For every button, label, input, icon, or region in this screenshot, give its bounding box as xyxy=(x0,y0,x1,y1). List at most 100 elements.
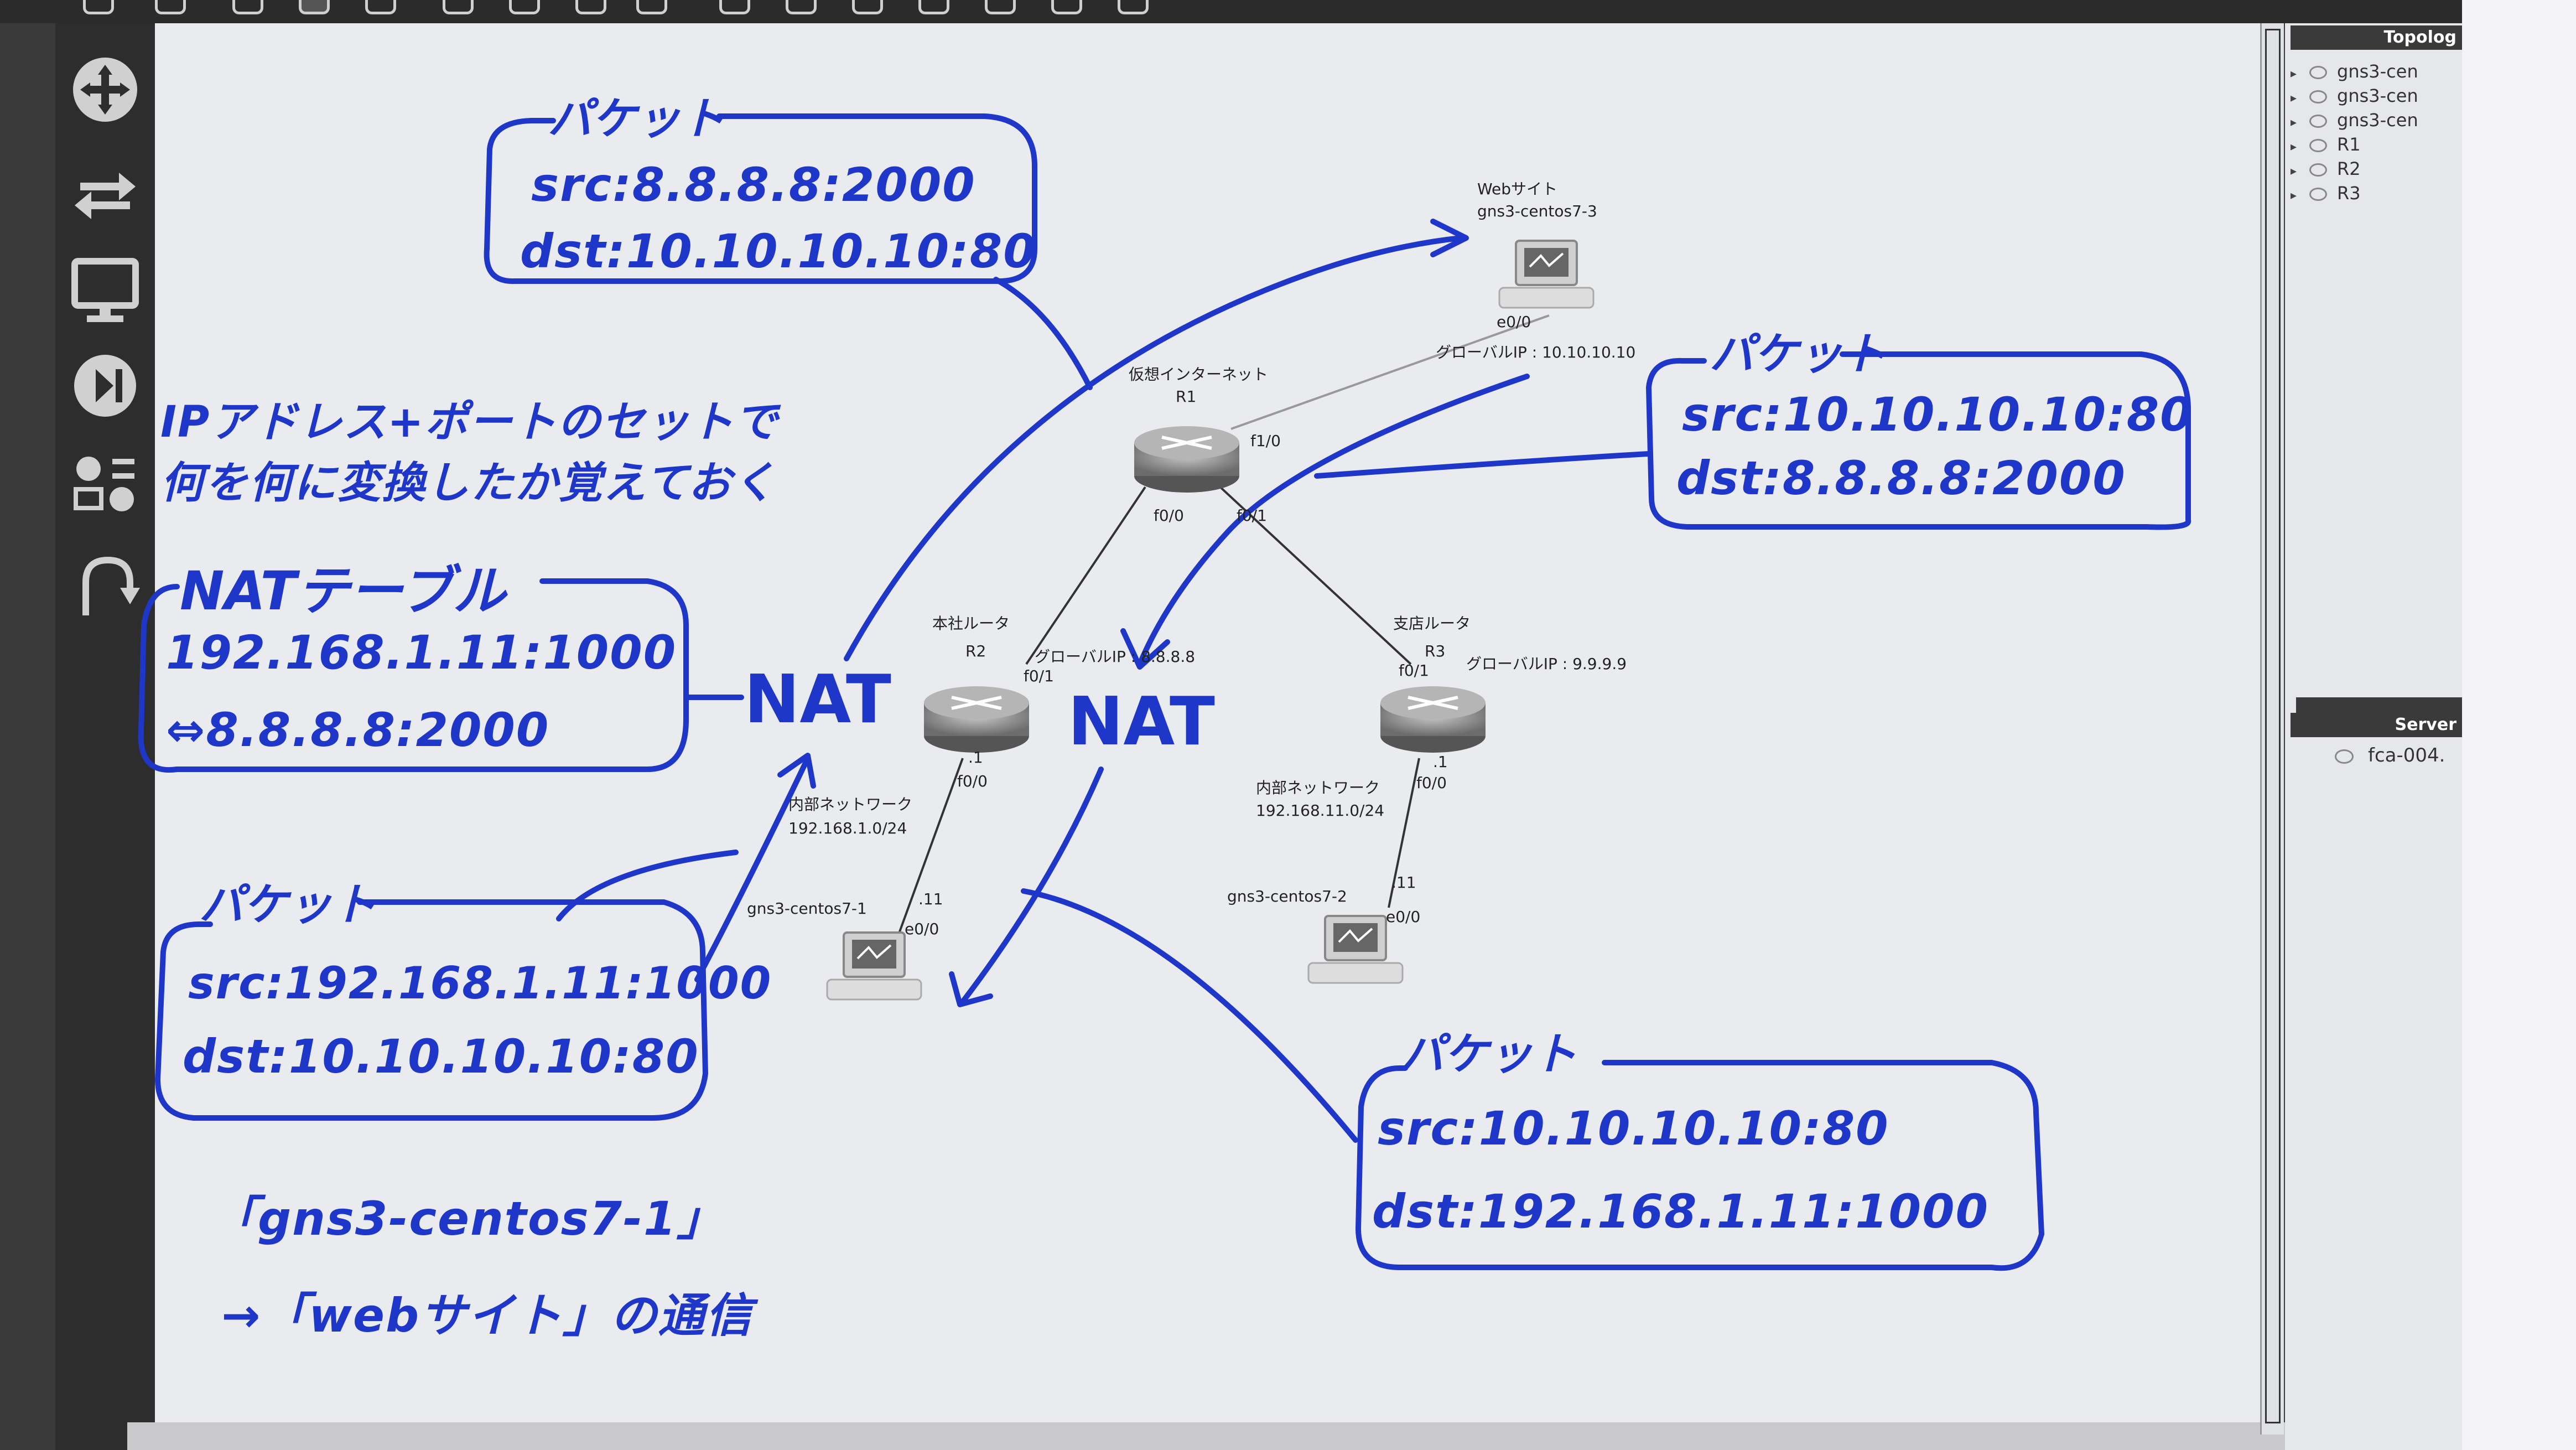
all-devices-icon[interactable] xyxy=(69,449,141,521)
host-pc1-icon xyxy=(826,931,922,1001)
topology-canvas[interactable] xyxy=(155,23,2274,1450)
packet-left-dst: dst:10.10.10.10:80 xyxy=(183,1029,699,1084)
topology-item[interactable]: ▸R2 xyxy=(2291,158,2361,179)
topology-item[interactable]: ▸gns3-cen xyxy=(2291,110,2418,131)
r2-port-f0-0: f0/0 xyxy=(957,772,988,790)
nat-label-left: NAT xyxy=(744,661,891,738)
packet-bottom-title: パケット xyxy=(1400,1028,1577,1080)
status-icon xyxy=(2309,66,2327,79)
link-r2-pc1 xyxy=(895,758,964,941)
packet-bottom-dst: dst:192.168.1.11:1000 xyxy=(1372,1184,1990,1239)
clock-icon[interactable] xyxy=(232,0,263,14)
topology-item[interactable]: ▸gns3-cen xyxy=(2291,61,2418,82)
end-device-icon[interactable] xyxy=(69,256,141,328)
topology-summary-title: Topolog xyxy=(2291,25,2462,50)
r2-dot1: .1 xyxy=(968,748,983,767)
packet-right-title: パケット xyxy=(1710,328,1887,380)
note-icon[interactable] xyxy=(719,0,750,14)
pc1-dot11: .11 xyxy=(918,890,943,908)
expand-arrow-icon[interactable]: ▸ xyxy=(2291,189,2297,203)
note-line-1: IPアドレス+ポートのセットで xyxy=(160,397,779,447)
canvas-scrollbar[interactable] xyxy=(2260,23,2284,1435)
pen-icon[interactable] xyxy=(155,0,186,14)
r2-name[interactable]: R2 xyxy=(965,642,986,660)
status-icon xyxy=(2309,163,2327,177)
image-icon[interactable] xyxy=(786,0,817,14)
pause-icon[interactable] xyxy=(509,0,540,14)
servers-summary-title: Server xyxy=(2291,713,2462,737)
nat-table-row-1: 192.168.1.11:1000 xyxy=(166,625,677,680)
r3-net-caption: 内部ネットワーク xyxy=(1256,779,1380,797)
link-r1-r2 xyxy=(1025,486,1146,665)
r2-net: 192.168.1.0/24 xyxy=(788,819,907,837)
r1-port-f1-0: f1/0 xyxy=(1250,432,1281,450)
ellipse-icon[interactable] xyxy=(918,0,949,14)
expand-arrow-icon[interactable]: ▸ xyxy=(2291,140,2297,154)
expand-arrow-icon[interactable]: ▸ xyxy=(2291,116,2297,130)
host-website-icon xyxy=(1498,240,1595,309)
move-icon[interactable] xyxy=(69,54,141,126)
r3-global-ip: グローバルIP : 9.9.9.9 xyxy=(1466,655,1627,673)
security-device-icon[interactable] xyxy=(69,350,141,422)
note-line-2: 何を何に変換したか覚えておく xyxy=(160,458,777,508)
snapshot-icon[interactable] xyxy=(299,0,330,14)
r1-caption: 仮想インターネット xyxy=(1129,365,1269,384)
website-global-ip: グローバルIP : 10.10.10.10 xyxy=(1436,343,1636,361)
scrollbar-thumb[interactable] xyxy=(2265,29,2281,1423)
r3-port-f0-0: f0/0 xyxy=(1416,774,1447,792)
r3-name[interactable]: R3 xyxy=(1425,642,1446,660)
zoom-out-icon[interactable] xyxy=(1051,0,1082,14)
packet-right-dst: dst:8.8.8.8:2000 xyxy=(1676,451,2126,505)
router-r3-icon xyxy=(1380,686,1486,753)
pc1-port: e0/0 xyxy=(905,920,939,938)
website-port: e0/0 xyxy=(1497,313,1531,331)
switch-icon[interactable] xyxy=(69,156,141,228)
rectangle-icon[interactable] xyxy=(852,0,883,14)
zoom-in-icon[interactable] xyxy=(985,0,1016,14)
status-icon xyxy=(2309,90,2327,103)
packet-top-dst: dst:10.10.10.10:80 xyxy=(520,224,1037,278)
play-icon[interactable] xyxy=(443,0,474,14)
r3-dot1: .1 xyxy=(1433,753,1448,771)
nat-table-title: NATテーブル xyxy=(180,560,506,622)
topology-item[interactable]: ▸gns3-cen xyxy=(2291,85,2418,106)
r3-net: 192.168.11.0/24 xyxy=(1256,801,1385,820)
console-icon[interactable] xyxy=(365,0,396,14)
router-r2-icon xyxy=(924,686,1029,753)
r2-caption: 本社ルータ xyxy=(932,614,1010,633)
topology-item[interactable]: ▸R1 xyxy=(2291,134,2361,155)
reload-icon[interactable] xyxy=(636,0,667,14)
pc2-name[interactable]: gns3-centos7-2 xyxy=(1227,887,1347,905)
nat-label-center: NAT xyxy=(1068,683,1215,760)
screenshot-icon[interactable] xyxy=(1118,0,1149,14)
link-r1-website xyxy=(1230,314,1550,430)
r2-global-ip: グローバルIP : 8.8.8.8 xyxy=(1035,648,1196,666)
stop-icon[interactable] xyxy=(575,0,606,14)
status-icon xyxy=(2309,188,2327,201)
pc1-name[interactable]: gns3-centos7-1 xyxy=(747,899,867,918)
edit-icon[interactable] xyxy=(83,0,114,14)
website-name[interactable]: gns3-centos7-3 xyxy=(1477,202,1597,220)
expand-arrow-icon[interactable]: ▸ xyxy=(2291,91,2297,105)
host-pc2-icon xyxy=(1307,915,1404,984)
r1-port-f0-1: f0/1 xyxy=(1237,506,1267,525)
server-item[interactable]: fca-004. xyxy=(2335,744,2445,767)
canvas-footer xyxy=(127,1422,2285,1450)
pc2-port: e0/0 xyxy=(1386,908,1421,926)
panel-divider xyxy=(2296,697,2462,713)
expand-arrow-icon[interactable]: ▸ xyxy=(2291,67,2297,81)
website-caption: Webサイト xyxy=(1477,180,1558,198)
packet-top-src: src:8.8.8.8:2000 xyxy=(531,158,976,212)
footer-line-1: 「gns3-centos7-1」 xyxy=(210,1192,725,1246)
r1-name[interactable]: R1 xyxy=(1176,387,1197,406)
packet-left-src: src:192.168.1.11:1000 xyxy=(188,957,772,1009)
background-edge xyxy=(2462,0,2576,1450)
expand-arrow-icon[interactable]: ▸ xyxy=(2291,164,2297,178)
r1-port-f0-0: f0/0 xyxy=(1154,506,1184,525)
add-link-icon[interactable] xyxy=(69,549,141,621)
topology-item[interactable]: ▸R3 xyxy=(2291,183,2361,204)
r2-port-f0-1: f0/1 xyxy=(1024,667,1054,685)
link-r3-pc2 xyxy=(1388,758,1420,908)
router-r1-icon xyxy=(1134,426,1239,493)
